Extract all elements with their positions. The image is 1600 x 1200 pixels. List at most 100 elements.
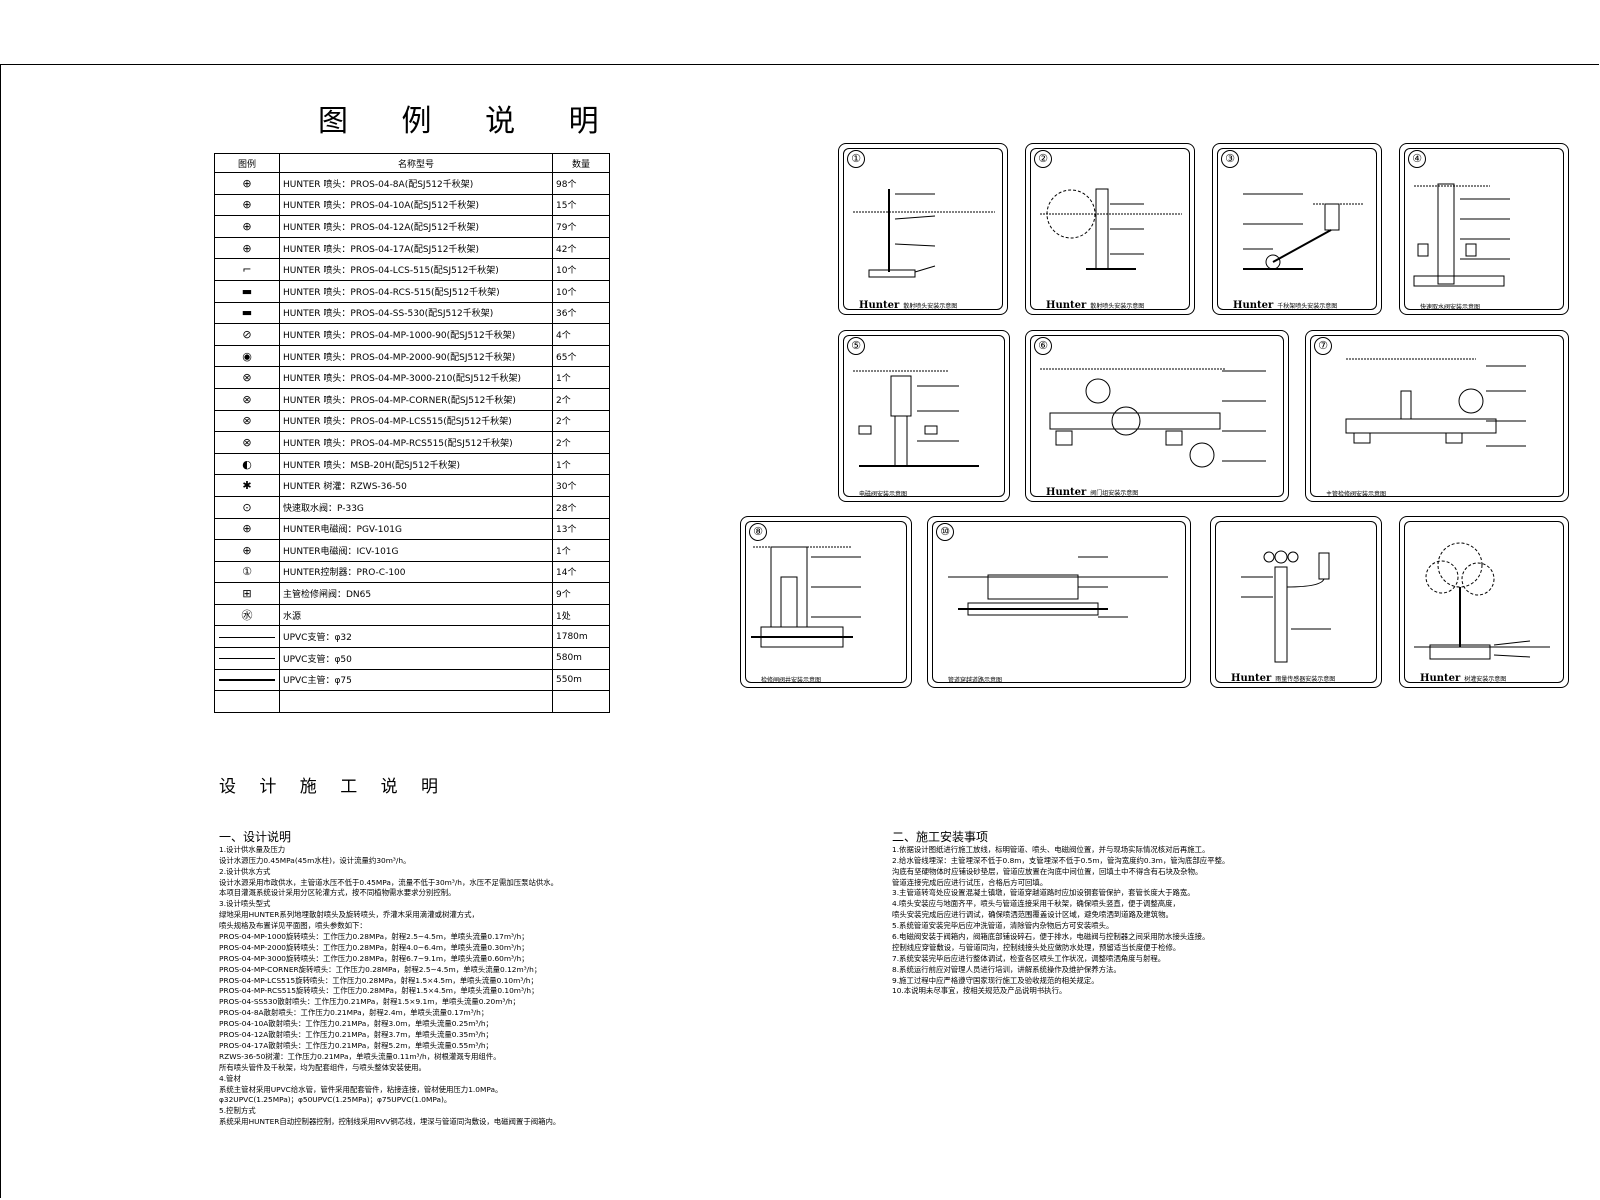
legend-symbol: ⊗ — [214, 366, 280, 389]
legend-row: ⊗HUNTER 喷头：PROS-04-MP-3000-210(配SJ512千秋架… — [214, 366, 610, 389]
detail-drawing-7 — [1345, 358, 1526, 447]
design-note-line: PROS-04-MP-LCS515旋转喷头：工作压力0.28MPa，射程1.5×… — [219, 975, 538, 985]
legend-symbol: ⊕ — [214, 193, 280, 217]
design-note-line: PROS-04-8A散射喷头：工作压力0.21MPa，射程2.4m，单喷头流量0… — [219, 1008, 489, 1018]
legend-symbol: ⊕ — [214, 172, 280, 195]
design-note-line: PROS-04-MP-3000旋转喷头：工作压力0.28MPa，射程6.7~9.… — [219, 953, 529, 963]
legend-qty: 2个 — [552, 409, 610, 433]
detail-drawing-1 — [853, 189, 995, 278]
legend-row: ◐HUNTER 喷头：MSB-20H(配SJ512千秋架)1个 — [214, 452, 610, 476]
detail-drawing-2 — [1040, 188, 1182, 270]
legend-qty: 65个 — [552, 344, 610, 368]
detail-caption-10: 管道穿越道路示意图 — [948, 677, 1003, 684]
legend-qty: 2个 — [552, 431, 610, 454]
detail-drawing-rain-sensor — [1241, 550, 1331, 663]
construction-note-line: 沟底有坚硬物体时应铺设砂垫层，管道应放置在沟底中间位置，回填土中不得含有石块及杂… — [892, 866, 1203, 876]
design-note-line: PROS-04-MP-1000旋转喷头：工作压力0.28MPa，射程2.5~4.… — [219, 932, 529, 942]
legend-row: ⌐HUNTER 喷头：PROS-04-LCS-515(配SJ512千秋架)10个 — [214, 258, 610, 281]
sheet-border — [0, 64, 1599, 1198]
legend-name: HUNTER 喷头：PROS-04-MP-LCS515(配SJ512千秋架) — [279, 409, 553, 433]
pipe-line-icon — [219, 679, 275, 682]
detail-caption-5: 电磁阀安装示意图 — [859, 491, 908, 498]
design-note-line: PROS-04-12A散射喷头：工作压力0.21MPa，射程3.7m，单喷头流量… — [219, 1030, 493, 1040]
construction-note-line: 8.系统运行前应对管理人员进行培训，讲解系统操作及维护保养方法。 — [892, 964, 1121, 974]
detail-caption-4: 快速取水阀安装示意图 — [1420, 304, 1481, 311]
design-note-line: RZWS-36-50树灌：工作压力0.21MPa，单喷头流量0.11m³/h，树… — [219, 1051, 501, 1061]
legend-header-symbol: 图例 — [214, 153, 280, 173]
design-note-line: 设计水源采用市政供水，主管道水压不低于0.45MPa，流量不低于30m³/h，水… — [219, 877, 559, 887]
detail-number-10: ⑩ — [936, 523, 954, 541]
design-note-line: PROS-04-10A散射喷头：工作压力0.21MPa，射程3.0m，单喷头流量… — [219, 1019, 493, 1029]
detail-drawing-tree — [1414, 542, 1550, 660]
legend-name: HUNTER 喷头：PROS-04-MP-1000-90(配SJ512千秋架) — [279, 323, 553, 346]
legend-qty: 42个 — [552, 236, 610, 260]
legend-symbol: ⊞ — [214, 582, 280, 605]
legend-qty: 9个 — [552, 582, 610, 605]
legend-row: ⊕HUNTER 喷头：PROS-04-8A(配SJ512千秋架)98个 — [214, 172, 610, 195]
legend-symbol: ⊙ — [214, 495, 280, 519]
legend-qty: 550m — [552, 668, 610, 692]
design-note-line: 3.设计喷头型式 — [219, 899, 271, 909]
construction-notes-heading: 二、施工安装事项 — [892, 830, 989, 844]
construction-note-line: 喷头安装完成后应进行调试，确保喷洒范围覆盖设计区域，避免喷洒到道路及建筑物。 — [892, 910, 1173, 920]
legend-row: ⊗HUNTER 喷头：PROS-04-MP-CORNER(配SJ512千秋架)2… — [214, 387, 610, 411]
legend-name: HUNTER控制器：PRO-C-100 — [279, 560, 553, 584]
legend-name: UPVC支管：φ50 — [279, 647, 553, 670]
legend-qty: 28个 — [552, 495, 610, 519]
detail-drawing-10 — [948, 556, 1168, 618]
legend-row: ⊕HUNTER 喷头：PROS-04-10A(配SJ512千秋架)15个 — [214, 193, 610, 217]
detail-number-2: ② — [1034, 150, 1052, 168]
legend-row: ⊕HUNTER 喷头：PROS-04-17A(配SJ512千秋架)42个 — [214, 236, 610, 260]
legend-name: HUNTER 喷头：PROS-04-17A(配SJ512千秋架) — [279, 236, 553, 260]
design-note-line: 绿地采用HUNTER系列地埋散射喷头及旋转喷头，乔灌木采用滴灌或树灌方式， — [219, 910, 479, 920]
legend-symbol — [214, 625, 280, 649]
design-note-line: 系统主管材采用UPVC给水管，管件采用配套管件，粘接连接，管材使用压力1.0MP… — [219, 1084, 503, 1094]
legend-header-name: 名称型号 — [279, 153, 553, 173]
legend-symbol: ⊕ — [214, 539, 280, 562]
design-note-line: PROS-04-MP-RCS515旋转喷头：工作压力0.28MPa，射程1.5×… — [219, 986, 539, 996]
legend-symbol: ① — [214, 560, 280, 584]
legend-qty: 79个 — [552, 215, 610, 238]
design-note-line: 2.设计供水方式 — [219, 866, 271, 876]
detail-panel-10: ⑩ 管道穿越道路示意图 — [927, 516, 1191, 688]
legend-name: HUNTER 喷头：PROS-04-RCS-515(配SJ512千秋架) — [279, 279, 553, 303]
legend-name: HUNTER 喷头：PROS-04-MP-RCS515(配SJ512千秋架) — [279, 431, 553, 454]
detail-number-7: ⑦ — [1314, 337, 1332, 355]
legend-name: HUNTER 喷头：PROS-04-LCS-515(配SJ512千秋架) — [279, 258, 553, 281]
legend-symbol: ▬ — [214, 279, 280, 303]
design-notes-heading: 一、设计说明 — [219, 830, 292, 844]
legend-name — [279, 690, 553, 713]
legend-name: 主管检修闸阀：DN65 — [279, 582, 553, 605]
design-note-line: 系统采用HUNTER自动控制器控制，控制线采用RVV铜芯线，埋深与管道同沟敷设，… — [219, 1117, 561, 1127]
design-note-line: 1.设计供水量及压力 — [219, 844, 286, 854]
legend-symbol: ✱ — [214, 474, 280, 497]
detail-drawing-8 — [751, 546, 861, 648]
legend-name: 水源 — [279, 603, 553, 627]
legend-symbol: ⊕ — [214, 236, 280, 260]
legend-name: HUNTER 喷头：MSB-20H(配SJ512千秋架) — [279, 452, 553, 476]
legend-qty: 98个 — [552, 172, 610, 195]
pipe-line-icon — [219, 658, 275, 660]
legend-name: HUNTER 喷头：PROS-04-8A(配SJ512千秋架) — [279, 172, 553, 195]
construction-note-line: 9.施工过程中应严格遵守国家现行施工及验收规范的相关规定。 — [892, 975, 1099, 985]
legend-qty: 14个 — [552, 560, 610, 584]
legend-qty: 10个 — [552, 258, 610, 281]
detail-caption-8: 检修闸阀井安装示意图 — [761, 677, 822, 684]
legend-name: 快速取水阀：P-33G — [279, 495, 553, 519]
legend-title: 图 例 说 明 — [318, 104, 621, 139]
legend-symbol — [214, 647, 280, 670]
legend-symbol: ◉ — [214, 344, 280, 368]
legend-symbol: ⊕ — [214, 517, 280, 541]
construction-note-line: 7.系统安装完毕后应进行整体调试，检查各区喷头工作状况，调整喷洒角度与射程。 — [892, 953, 1166, 963]
